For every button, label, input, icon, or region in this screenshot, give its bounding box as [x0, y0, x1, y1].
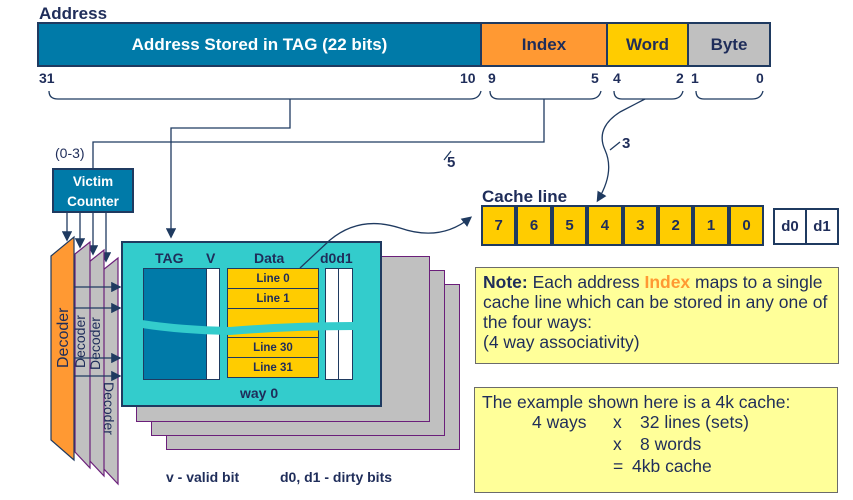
data-line-31-label: Line 31: [253, 361, 293, 374]
index-bus-line: [92, 99, 545, 168]
bit-9: 9: [488, 70, 496, 86]
way-header-data: Data: [254, 250, 285, 266]
example-box: The example shown here is a 4k cache: 4 …: [474, 387, 838, 493]
legend-valid: v - valid bit: [166, 469, 240, 485]
decoder-1: [50, 235, 75, 462]
example-row: = 4kb cache: [613, 456, 712, 476]
victim-counter-line1: Victim: [72, 174, 114, 189]
note-prefix: Note:: [483, 272, 528, 292]
cache-line: 7 6 5 4 3 2 1 0: [481, 205, 767, 246]
address-field-tag-label: Address Stored in TAG (22 bits): [131, 34, 388, 54]
decoder-label-1: Decoder: [55, 307, 72, 368]
note-box: Note: Each address Index maps to a singl…: [475, 267, 839, 364]
legend-dirty: d0, d1 - dirty bits: [280, 469, 393, 485]
way-header-tag: TAG: [155, 250, 184, 266]
victim-counter-line2: Counter: [67, 194, 119, 209]
cache-word-6: 6: [516, 205, 552, 246]
cache-word-2: 2: [658, 205, 694, 246]
example-row: 4 ways x 32 lines (sets): [532, 412, 749, 432]
cache-word-3: 3: [622, 205, 658, 246]
victim-counter-range: (0-3): [55, 145, 85, 161]
data-line-1-label: Line 1: [256, 292, 290, 305]
bit-4: 4: [613, 70, 621, 86]
data-line-30-label: Line 30: [253, 341, 293, 354]
address-field-index-label: Index: [521, 34, 567, 54]
cache-line-title: Cache line: [482, 187, 568, 206]
address-field-byte-label: Byte: [710, 34, 748, 54]
brace-byte: [695, 90, 764, 100]
way-header-dirty: d0d1: [320, 250, 353, 266]
brace-tag: [48, 90, 482, 100]
bit-2: 2: [676, 70, 684, 86]
example-row: x 8 words: [613, 434, 702, 454]
decoder-label-4: Decoder: [101, 382, 117, 435]
data-to-cacheline-arrow: [299, 216, 473, 269]
word-bus-slash: [609, 141, 621, 151]
address-field-byte: Byte: [687, 22, 771, 67]
valid-column: [206, 268, 220, 380]
bit-1: 1: [691, 70, 699, 86]
cache-word-1: 1: [693, 205, 729, 246]
way-header-valid: V: [206, 250, 216, 266]
decoder-4: [102, 256, 119, 486]
word-bus-curve: [596, 98, 646, 203]
cache-dirty-d1: d1: [805, 208, 839, 245]
note-last-line: (4 way associativity): [483, 332, 640, 352]
example-heading: The example shown here is a 4k cache:: [482, 392, 791, 412]
tag-bus-line: [165, 99, 291, 239]
decoder-2: [74, 240, 91, 470]
data-line-31: Line 31: [227, 357, 319, 378]
data-line-1: Line 1: [227, 288, 319, 309]
data-line-0-label: Line 0: [256, 272, 290, 285]
address-field-word-label: Word: [625, 34, 670, 54]
cache-word-0: 0: [728, 205, 765, 246]
note-text-1: Each address: [527, 272, 645, 292]
bit-0: 0: [756, 70, 764, 86]
word-bus-width: 3: [622, 135, 631, 152]
decoder-label-3: Decoder: [87, 317, 103, 370]
note-highlight-index: Index: [644, 272, 691, 292]
way-0-label: way 0: [240, 385, 279, 401]
bit-5: 5: [591, 70, 599, 86]
brace-word: [613, 90, 684, 100]
decoder-stack: [50, 235, 119, 486]
decoder-labels: Decoder Decoder Decoder Decoder: [55, 307, 117, 435]
decoder-label-2: Decoder: [72, 315, 88, 368]
address-title: Address: [39, 4, 108, 23]
row-break-wave: [142, 320, 354, 335]
address-field-word: Word: [606, 22, 689, 67]
index-bus-slash: [443, 150, 452, 161]
cache-word-7: 7: [481, 205, 517, 246]
brace-index: [489, 90, 602, 100]
index-bus-width: 5: [447, 154, 456, 171]
bit-10: 10: [460, 70, 476, 86]
bit-31: 31: [39, 70, 55, 86]
cache-word-4: 4: [587, 205, 623, 246]
victim-counter: Victim Counter: [52, 168, 134, 213]
cache-word-5: 5: [551, 205, 588, 246]
note-text-2: maps to a single cache line which can be…: [483, 272, 828, 332]
